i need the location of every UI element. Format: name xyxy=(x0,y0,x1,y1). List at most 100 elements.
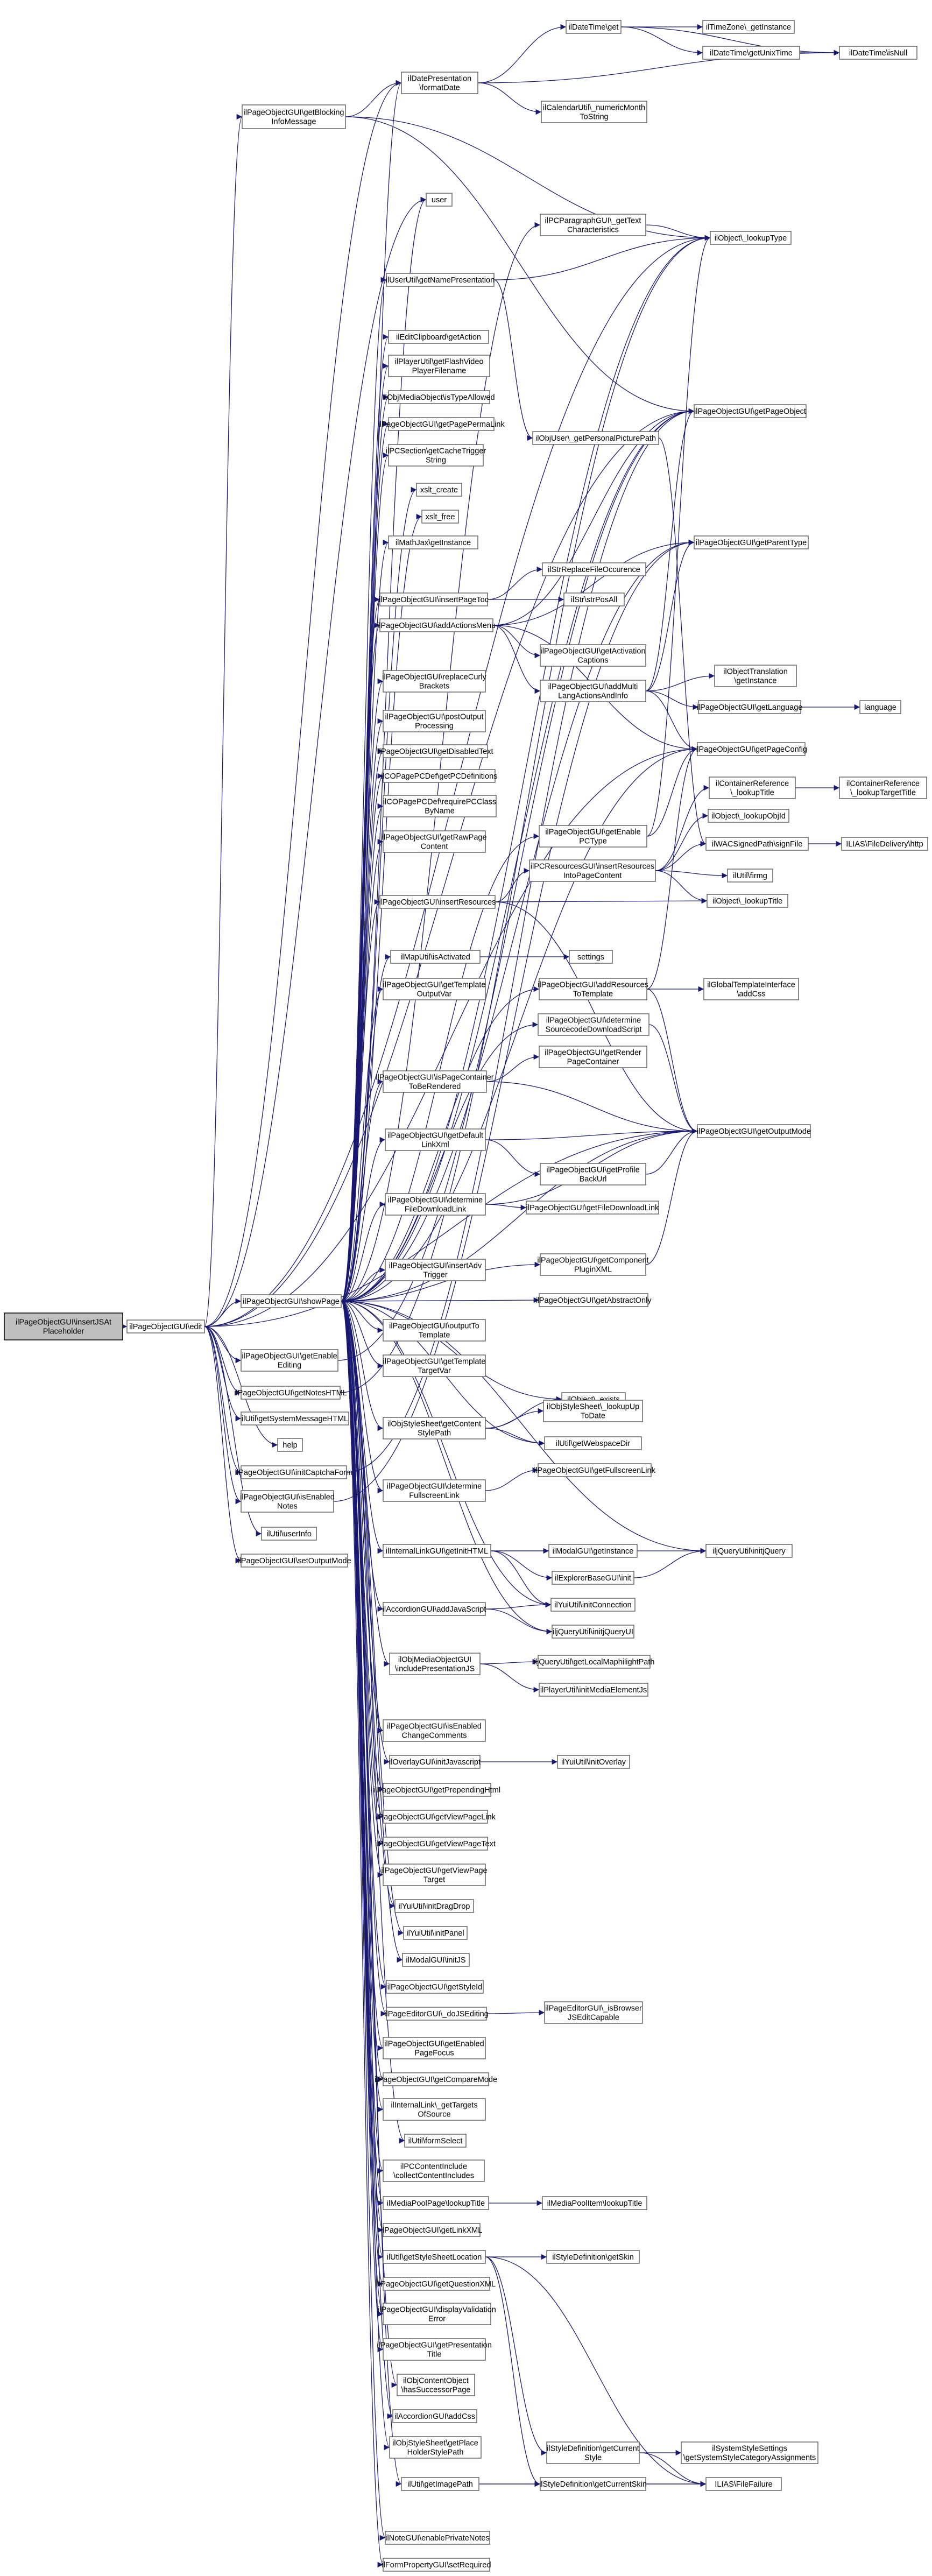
node-get-view-page-text[interactable]: ilPageObjectGUI\getViewPageText xyxy=(375,1837,496,1851)
node-str-replace[interactable]: ilStrReplaceFileOccurence xyxy=(542,562,646,576)
node-determine-file-dl[interactable]: ilPageObjectGUI\determineFileDownloadLin… xyxy=(385,1193,486,1216)
node-determine-src-code[interactable]: ilPageObjectGUI\determineSourcecodeDownl… xyxy=(538,1013,649,1036)
node-set-required[interactable]: ilFormPropertyGUI\setRequired xyxy=(382,2558,491,2572)
node-il-failure[interactable]: ILIAS\FileFailure xyxy=(705,2477,782,2491)
node-form-select[interactable]: ilUtil\formSelect xyxy=(404,2134,467,2148)
node-modal-instance[interactable]: ilModalGUI\getInstance xyxy=(548,1544,638,1558)
node-get-question-xml[interactable]: ilPageObjectGUI\getQuestionXML xyxy=(377,2277,496,2291)
node-accordion-add-js[interactable]: ilAccordionGUI\addJavaScript xyxy=(383,1602,486,1616)
node-get-image-path[interactable]: ilUtil\getImagePath xyxy=(401,2477,479,2491)
node-get-current-skin[interactable]: ilStyleDefinition\getCurrentSkin xyxy=(539,2477,647,2491)
node-get-pcdefinitions[interactable]: ilCOPagePCDef\getPCDefinitions xyxy=(381,769,498,783)
node-get-notes-html[interactable]: ilPageObjectGUI\getNotesHTML xyxy=(234,1386,347,1400)
node-xslt-free[interactable]: xslt_free xyxy=(421,510,459,524)
node-get-compare-mode[interactable]: ilPageObjectGUI\getCompareMode xyxy=(375,2072,497,2086)
node-personal-pic[interactable]: ilObjUser\_getPersonalPicturePath xyxy=(532,431,659,445)
node-has-successor-page[interactable]: ilObjContentObject\hasSuccessorPage xyxy=(397,2374,475,2396)
node-help[interactable]: help xyxy=(277,1438,303,1452)
node-get-parent-type[interactable]: ilPageObjectGUI\getParentType xyxy=(694,535,809,549)
node-sys-style-settings[interactable]: ilSystemStyleSettings\getSystemStyleCate… xyxy=(681,2441,818,2464)
node-global-tpl-add-css[interactable]: ilGlobalTemplateInterface\addCss xyxy=(703,978,799,1000)
node-get-view-page-link[interactable]: ilPageObjectGUI\getViewPageLink xyxy=(375,1810,496,1824)
node-explorer-base[interactable]: ilExplorerBaseGUI\init xyxy=(552,1571,634,1585)
node-get-name-pres[interactable]: ilUserUtil\getNamePresentation xyxy=(386,273,495,287)
node-type-allowed[interactable]: ilObjMediaObject\isTypeAllowed xyxy=(383,390,495,404)
node-do-jsediting[interactable]: ilPageEditorGUI\_doJSEditing xyxy=(384,2007,489,2021)
node-init-media-element[interactable]: ilPlayerUtil\initMediaElementJs xyxy=(539,1683,648,1697)
node-edit[interactable]: ilPageObjectGUI\edit xyxy=(126,1319,205,1333)
node-media-pool-lookup-title[interactable]: ilMediaPoolPage\lookupTitle xyxy=(383,2196,489,2210)
node-is-null[interactable]: ilDateTime\isNull xyxy=(839,46,917,60)
node-set-output-mode[interactable]: ilPageObjectGUI\setOutputMode xyxy=(237,1554,351,1568)
node-get-language[interactable]: ilPageObjectGUI\getLanguage xyxy=(697,700,803,714)
node-lookup-title[interactable]: ilObject\_lookupTitle xyxy=(707,894,788,908)
node-get-page-object[interactable]: ilPageObjectGUI\getPageObject xyxy=(694,404,807,418)
node-lookup-obj-id[interactable]: ilObject\_lookupObjId xyxy=(708,809,789,823)
node-overlay-init-js[interactable]: ilOverlayGUI\initJavascript xyxy=(389,1755,481,1769)
node-clipboard-action[interactable]: ilEditClipboard\getAction xyxy=(388,330,489,344)
node-get-skin[interactable]: ilStyleDefinition\getSkin xyxy=(546,2250,640,2264)
node-il-firmg[interactable]: ilUtil\firmg xyxy=(727,869,773,883)
node-container-ref-target-title[interactable]: ilContainerReference\_lookupTargetTitle xyxy=(839,777,927,799)
node-get-style-id[interactable]: ilPageObjectGUI\getStyleId xyxy=(386,1980,484,1994)
node-get-disabled-text[interactable]: ilPageObjectGUI\getDisabledText xyxy=(377,744,493,758)
node-get-sys-msg-html[interactable]: ilUtil\getSystemMessageHTML xyxy=(241,1411,349,1425)
node-get-output-mode[interactable]: ilPageObjectGUI\getOutputMode xyxy=(697,1124,811,1138)
node-initj-query-ui[interactable]: iljQueryUtil\initjQueryUI xyxy=(552,1625,634,1639)
node-get-file-dl-link[interactable]: ilPageObjectGUI\getFileDownloadLink xyxy=(526,1201,659,1215)
node-is-page-container-rendered[interactable]: ilPageObjectGUI\isPageContainerToBeRende… xyxy=(376,1070,494,1093)
node-init-panel[interactable]: ilYuiUtil\initPanel xyxy=(403,1926,468,1940)
node-get-style-sheet-location[interactable]: ilUtil\getStyleSheetLocation xyxy=(383,2250,486,2264)
node-accordion-add-css[interactable]: ilAccordionGUI\addCss xyxy=(392,2409,477,2423)
node-initj-query[interactable]: iljQueryUtil\initjQuery xyxy=(705,1544,793,1558)
node-xslt-create[interactable]: xslt_create xyxy=(416,483,462,497)
node-get-link-xml[interactable]: ilPageObjectGUI\getLinkXML xyxy=(381,2223,483,2237)
node-add-actions-menu[interactable]: ilPageObjectGUI\addActionsMenu xyxy=(377,618,496,632)
node-get-unix-time[interactable]: ilDateTime\getUnixTime xyxy=(702,46,800,60)
node-math-jax[interactable]: ilMathJax\getInstance xyxy=(388,535,478,549)
node-settings[interactable]: settings xyxy=(569,950,613,964)
node-init-overlay[interactable]: ilYuiUtil\initOverlay xyxy=(557,1755,630,1769)
node-insert-resources[interactable]: ilPageObjectGUI\insertResources xyxy=(379,895,496,909)
node-add-multi-lang[interactable]: ilPageObjectGUI\addMultiLangActionsAndIn… xyxy=(540,680,646,702)
node-get-prepending-html[interactable]: ilPageObjectGUI\getPrependingHtml xyxy=(373,1783,500,1797)
node-tz-instance[interactable]: ilTimeZone\_getInstance xyxy=(702,20,795,34)
node-get-abstract-only[interactable]: ilPageObjectGUI\getAbstractOnly xyxy=(535,1293,652,1307)
node-signed-path[interactable]: ilWACSignedPath\signFile xyxy=(705,837,809,851)
node-user[interactable]: user xyxy=(426,193,453,207)
node-get-webspace-dir[interactable]: ilUtil\getWebspaceDir xyxy=(544,1436,642,1450)
node-init-drag-drop[interactable]: ilYuiUtil\initDragDrop xyxy=(394,1899,474,1913)
node-language[interactable]: language xyxy=(859,700,901,714)
node-perma-link[interactable]: ilPageObjectGUI\getPagePermaLink xyxy=(378,417,505,431)
